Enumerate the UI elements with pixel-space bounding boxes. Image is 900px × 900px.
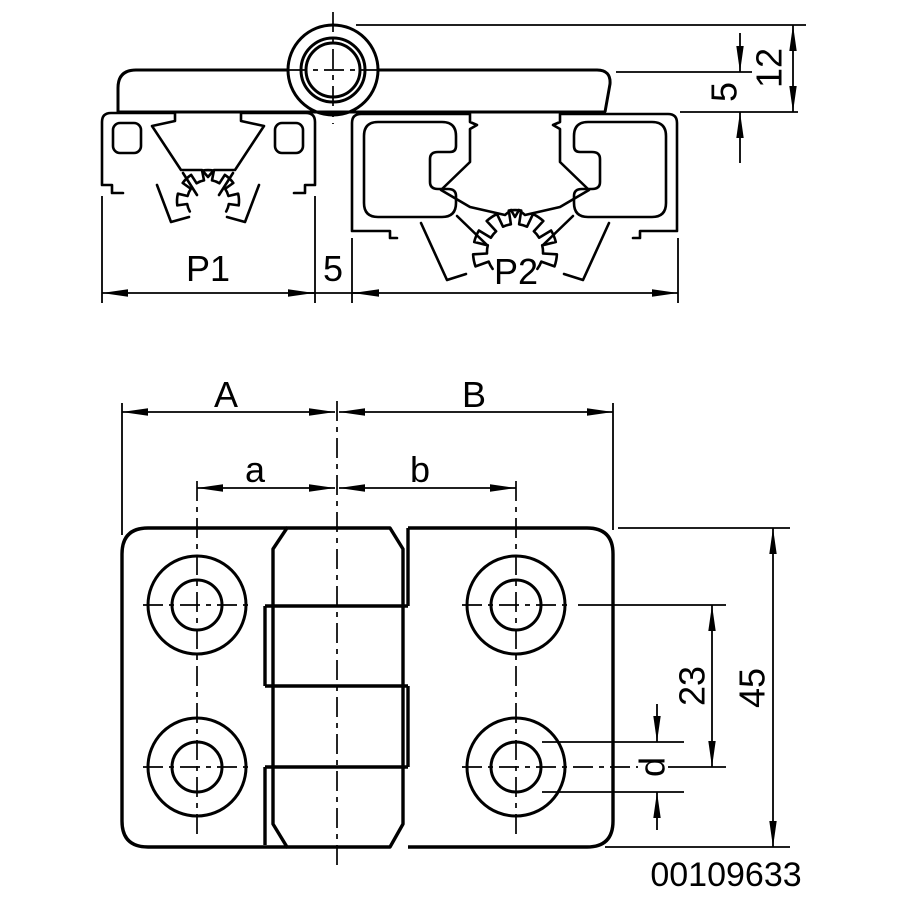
dim-text-overall-height: 12 (749, 48, 790, 88)
hinge-leaf-left-plan (120, 526, 287, 849)
section-height-dimensions: 5 12 (356, 24, 806, 163)
dim-text-hinge-depth: 45 (732, 668, 773, 708)
dim-text-hole-diameter: d (632, 757, 673, 777)
profile-p1-screw-boss (175, 168, 241, 213)
profile-p2-web-right-outer (562, 221, 611, 282)
dim-text-a: a (245, 449, 266, 490)
section-width-dimensions: P1 5 P2 (101, 196, 679, 303)
section-view: 5 12 P1 5 P2 (100, 12, 806, 303)
profile-p1-corner-bore-left (111, 121, 143, 155)
part-number: 00109633 (650, 856, 801, 894)
profile-p1-web-left-inner (181, 171, 199, 197)
profile-p1-web-right-inner (217, 171, 235, 197)
profile-p2-contour (350, 112, 679, 240)
profile-p2-web-right-inner (541, 214, 575, 247)
dim-text-p1: P1 (186, 248, 230, 289)
profile-p2-cavity-right (572, 120, 668, 219)
dim-text-gap: 5 (323, 248, 343, 289)
dim-text-leaf-height: 5 (704, 82, 745, 102)
profile-p1-section (100, 111, 317, 224)
hinge-leaf-right-plan (408, 526, 615, 849)
profile-p1-web-right-outer (225, 183, 261, 224)
hinge-knuckle-barrel (271, 526, 405, 849)
dim-text-hole-pitch: 23 (672, 666, 713, 706)
profile-p2-cavity-left (362, 120, 458, 219)
hinge-leaf-right-section (377, 68, 612, 113)
dim-text-p2: P2 (494, 251, 538, 292)
plan-height-dimensions: 23 45 d (542, 527, 790, 848)
dim-text-A: A (214, 374, 238, 415)
profile-p2-web-left-outer (419, 221, 468, 282)
dim-text-b: b (410, 449, 430, 490)
dim-text-B: B (462, 374, 486, 415)
profile-p1-corner-bore-right (273, 121, 305, 155)
hinge-leaf-left-section (116, 68, 289, 112)
plan-view: A B a b 23 45 d (120, 374, 790, 868)
profile-p2-web-left-inner (455, 214, 489, 247)
profile-p2-section (350, 112, 679, 282)
plan-width-dimensions: A B a b (121, 374, 614, 535)
profile-p2-screw-boss (471, 208, 559, 271)
profile-p1-web-left-outer (155, 183, 191, 224)
profile-p1-contour (100, 111, 317, 195)
